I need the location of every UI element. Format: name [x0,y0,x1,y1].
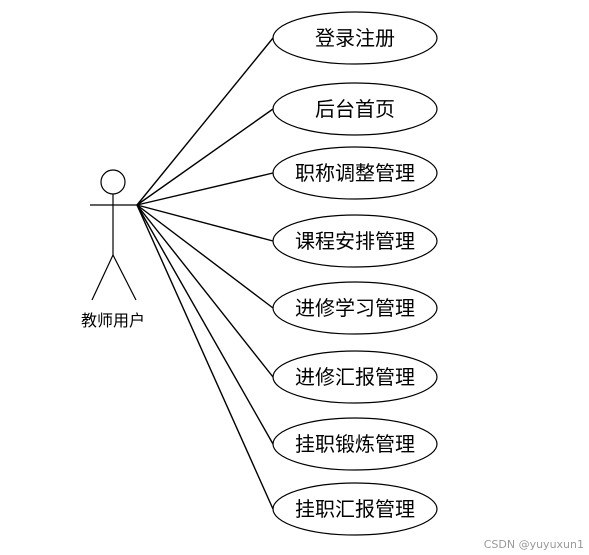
watermark: CSDN @yuyuxun1 [484,538,584,551]
association-line [136,172,274,206]
actor: 教师用户 [81,169,145,330]
association-line [136,37,274,206]
use-case-label: 进修汇报管理 [295,365,415,389]
association-line [136,204,274,378]
use-case-oval [272,11,438,65]
use-case-oval [272,281,438,335]
use-case-oval [272,350,438,404]
use-case-oval [272,214,438,268]
use-case: 后台首页 [272,82,438,136]
use-case-label: 课程安排管理 [295,229,415,253]
actor-left-leg [91,254,114,301]
actor-right-leg [112,254,137,301]
use-case-oval [272,482,438,536]
use-case: 进修汇报管理 [272,350,438,404]
use-case-label: 进修学习管理 [295,296,415,320]
use-case: 进修学习管理 [272,281,438,335]
use-case-oval [272,146,438,200]
association-line [136,204,274,510]
use-case: 挂职汇报管理 [272,482,438,536]
use-case: 登录注册 [272,11,438,65]
use-case: 课程安排管理 [272,214,438,268]
use-case: 职称调整管理 [272,146,438,200]
association-line [136,204,274,309]
use-case-label: 职称调整管理 [295,161,415,185]
association-lines [136,37,274,510]
use-case-label: 挂职锻炼管理 [295,432,415,456]
association-line [136,108,274,206]
actor-head [100,169,126,195]
use-case-label: 后台首页 [315,97,395,121]
association-line [136,204,274,445]
actor-label: 教师用户 [81,311,145,330]
association-line [136,204,274,242]
use-case-label: 挂职汇报管理 [295,497,415,521]
stick-figure-icon [90,169,137,301]
use-case-oval [272,417,438,471]
use-case-oval [272,82,438,136]
use-case: 挂职锻炼管理 [272,417,438,471]
use-case-list: 登录注册 后台首页 职称调整管理 课程安排管理 进修学习管理 进修汇报管理 挂职… [272,11,438,536]
use-case-label: 登录注册 [315,26,395,50]
